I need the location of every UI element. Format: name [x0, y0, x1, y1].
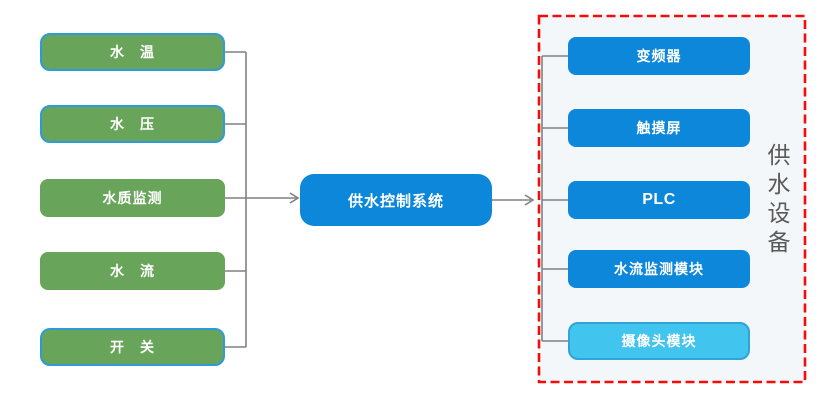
input-box-water-flow: 水 流: [40, 252, 225, 290]
input-label-water-quality: 水质监测: [102, 190, 163, 206]
controller-box: 供水控制系统: [300, 174, 492, 226]
input-label-water-pressure: 水 压: [110, 116, 155, 132]
device-label-plc: PLC: [642, 191, 676, 208]
input-box-water-temperature: 水 温: [40, 33, 225, 71]
device-box-touchscreen: 触摸屏: [568, 109, 750, 147]
input-label-water-flow: 水 流: [110, 263, 155, 279]
input-box-water-pressure: 水 压: [40, 105, 225, 143]
input-label-switch: 开 关: [110, 339, 155, 355]
arrowhead-into-devices: [524, 194, 535, 206]
device-label-flow-monitor: 水流监测模块: [614, 261, 704, 277]
device-label-inverter: 变频器: [636, 48, 682, 64]
device-label-touchscreen: 触摸屏: [636, 120, 682, 136]
input-label-water-temperature: 水 温: [110, 44, 155, 60]
device-box-camera: 摄像头模块: [568, 322, 750, 360]
device-box-flow-monitor: 水流监测模块: [568, 250, 750, 288]
device-label-camera: 摄像头模块: [621, 333, 697, 349]
controller-label: 供水控制系统: [347, 192, 444, 210]
arrowhead-into-controller: [289, 192, 300, 204]
input-box-switch: 开 关: [40, 328, 225, 366]
devices-group-label: 供水设备: [764, 143, 789, 259]
device-box-inverter: 变频器: [568, 37, 750, 75]
devices-group-border: [537, 14, 807, 384]
device-box-plc: PLC: [568, 181, 750, 219]
input-box-water-quality: 水质监测: [40, 179, 225, 217]
